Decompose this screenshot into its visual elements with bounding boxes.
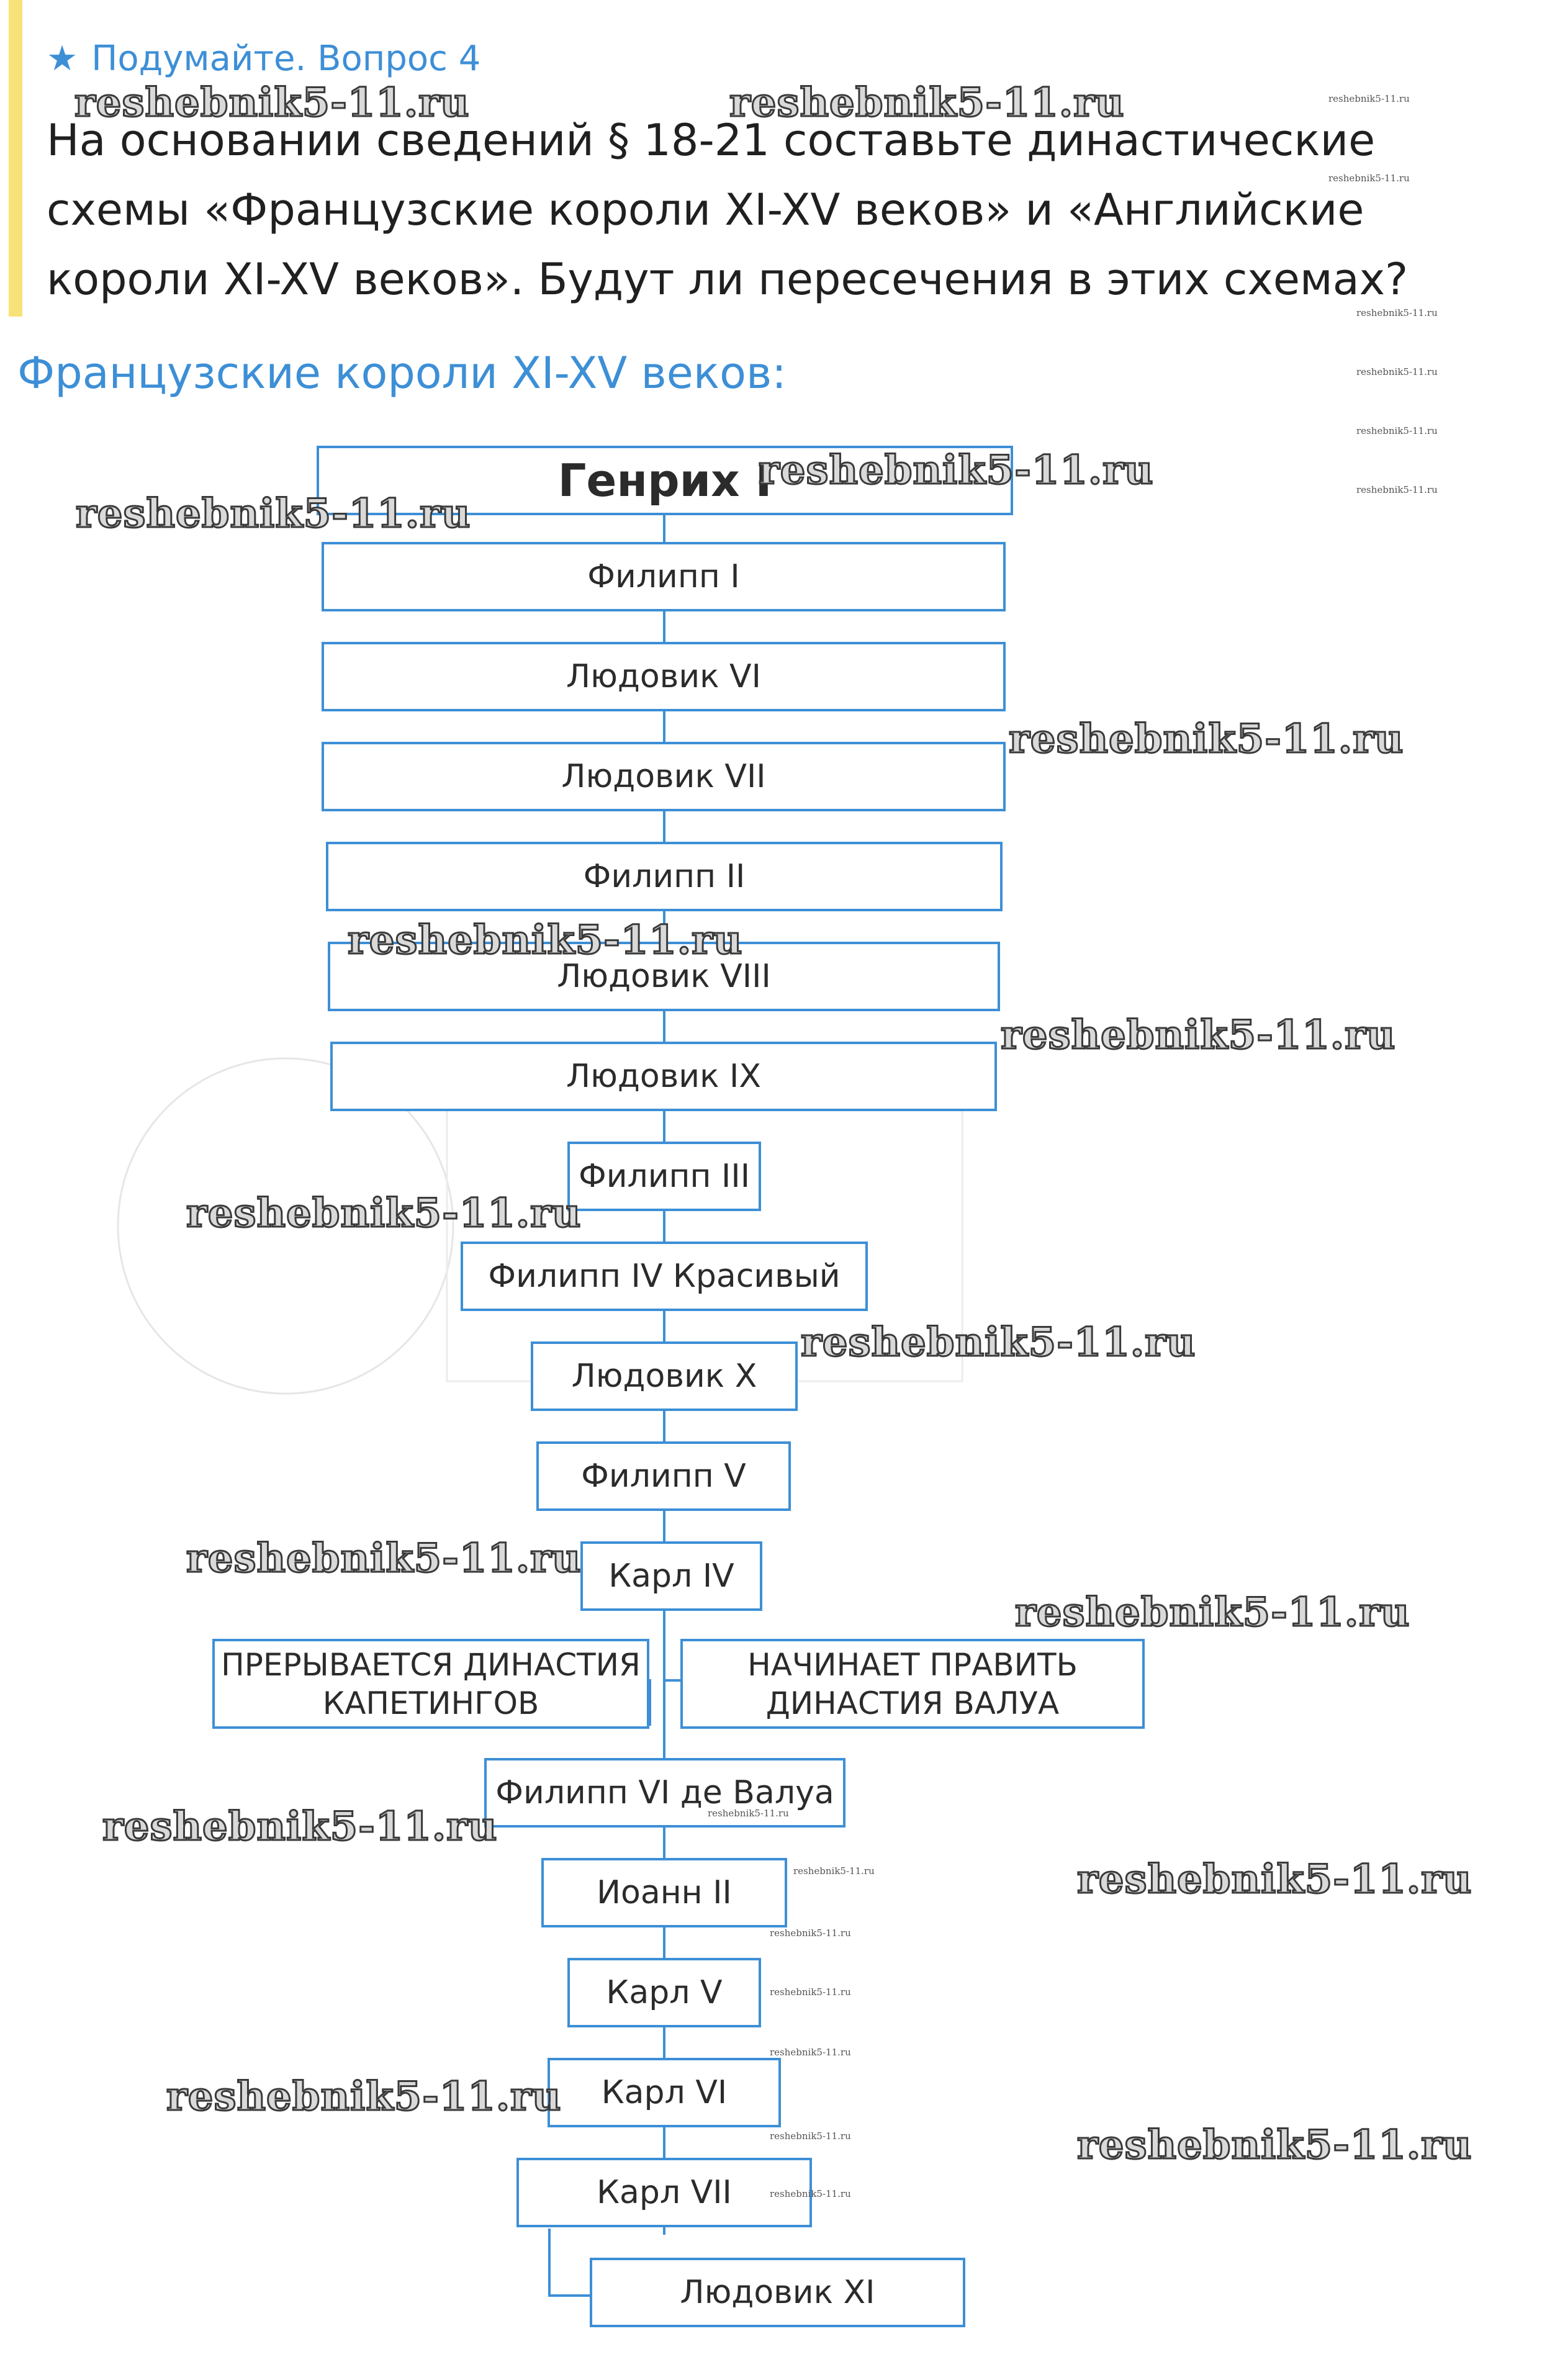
watermark: reshebnik5-11.ru [101, 1803, 498, 1851]
watermark-small: reshebnik5-11.ru [770, 2188, 851, 2199]
question-title: Подумайте. Вопрос 4 [91, 38, 481, 79]
watermark-small: reshebnik5-11.ru [1328, 93, 1410, 104]
watermark: reshebnik5-11.ru [346, 916, 743, 965]
watermark: reshebnik5-11.ru [165, 2073, 562, 2121]
note-left-connector [649, 1679, 651, 1726]
last-branch-horizontal [548, 2294, 592, 2297]
watermark: reshebnik5-11.ru [757, 446, 1154, 495]
king-node: Людовик IX [330, 1042, 997, 1111]
king-node: Филипп IV Красивый [461, 1242, 868, 1311]
watermark-small: reshebnik5-11.ru [770, 2047, 851, 2058]
watermark: reshebnik5-11.ru [1008, 715, 1404, 764]
watermark: reshebnik5-11.ru [1076, 2121, 1472, 2170]
watermark: reshebnik5-11.ru [1014, 1589, 1410, 1637]
watermark-small: reshebnik5-11.ru [1356, 307, 1438, 318]
watermark: reshebnik5-11.ru [999, 1011, 1396, 1060]
king-node: Карл IV [580, 1541, 762, 1611]
watermark-small: reshebnik5-11.ru [770, 1986, 851, 1998]
king-node: Филипп V [536, 1441, 791, 1511]
note-dynasty-begins: НАЧИНАЕТ ПРАВИТЬ ДИНАСТИЯ ВАЛУА [680, 1639, 1145, 1729]
quote-accent-bar [9, 0, 22, 317]
king-node: Филипп VI де Валуа [484, 1758, 845, 1828]
watermark: reshebnik5-11.ru [185, 1189, 582, 1238]
watermark-small: reshebnik5-11.ru [793, 1865, 875, 1877]
note-right-connector [665, 1679, 680, 1682]
watermark-small: reshebnik5-11.ru [770, 2130, 851, 2142]
watermark: reshebnik5-11.ru [800, 1318, 1196, 1367]
section-title: Французские короли XI-XV веков: [17, 348, 787, 399]
note-dynasty-ends: ПРЕРЫВАЕТСЯ ДИНАСТИЯ КАПЕТИНГОВ [212, 1639, 649, 1729]
last-branch-vertical [548, 2229, 551, 2297]
king-node: Генрих I [317, 446, 1013, 515]
king-node: Иоанн II [541, 1858, 787, 1927]
king-node: Людовик X [531, 1341, 798, 1411]
king-node: Людовик VII [322, 742, 1006, 811]
watermark: reshebnik5-11.ru [73, 79, 470, 127]
question-text: На основании сведений § 18-21 составьте … [47, 115, 1409, 305]
watermark-small: reshebnik5-11.ru [1356, 484, 1438, 495]
king-node: Людовик XI [590, 2258, 965, 2327]
king-node: Филипп III [567, 1142, 761, 1211]
king-node: Карл VI [548, 2058, 781, 2127]
king-node: Филипп I [322, 542, 1006, 611]
watermark: reshebnik5-11.ru [185, 1535, 582, 1583]
watermark-small: reshebnik5-11.ru [770, 1927, 851, 1939]
watermark: reshebnik5-11.ru [74, 490, 471, 538]
question-heading: ★ Подумайте. Вопрос 4 [47, 38, 480, 79]
watermark-small: reshebnik5-11.ru [1356, 425, 1438, 436]
king-node: Карл V [567, 1958, 761, 2027]
king-node: Филипп II [326, 842, 1003, 911]
king-node: Людовик VIII [328, 942, 1000, 1011]
star-icon: ★ [47, 38, 78, 79]
watermark-small: reshebnik5-11.ru [708, 1808, 789, 1819]
watermark: reshebnik5-11.ru [1076, 1855, 1472, 1904]
king-node: Людовик VI [322, 642, 1006, 711]
watermark: reshebnik5-11.ru [728, 79, 1125, 127]
watermark-small: reshebnik5-11.ru [1328, 173, 1410, 184]
watermark-small: reshebnik5-11.ru [1356, 366, 1438, 377]
king-node: Карл VII [516, 2158, 812, 2227]
